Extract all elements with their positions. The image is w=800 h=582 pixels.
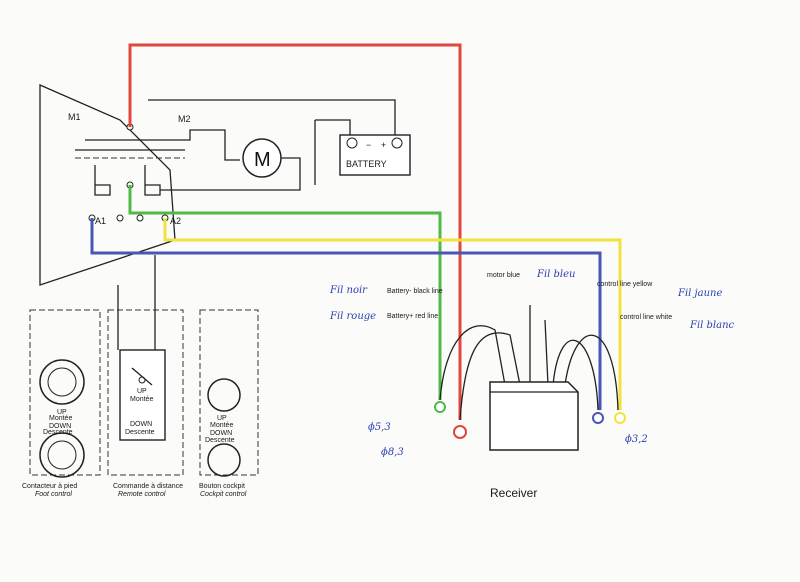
- hand-fil-noir: Fil noir: [329, 285, 368, 296]
- hand-d83: ϕ8,3: [381, 447, 404, 458]
- cockpit-up-en: UP: [217, 415, 227, 422]
- foot-panel: [29, 309, 101, 476]
- receiver-label: Receiver: [490, 486, 537, 500]
- harness-left-2: [459, 332, 521, 421]
- hand-fil-bleu: Fil bleu: [536, 269, 575, 280]
- coil-right: [144, 165, 161, 196]
- receiver-box: [489, 381, 579, 451]
- remote-up-fr: Montée: [130, 396, 153, 403]
- harness-left-1: [439, 325, 506, 401]
- motor-return-wire: [160, 157, 301, 191]
- foot-caption-fr: Contacteur à pied: [22, 483, 77, 490]
- foot-down-pedal-inner: [47, 440, 77, 470]
- remote-wires: [117, 255, 156, 350]
- contactor-outline: [39, 84, 176, 286]
- label-motor-blue: motor blue: [487, 272, 520, 279]
- battery-label: BATTERY: [346, 159, 387, 169]
- red-wire: [128, 43, 462, 420]
- hand-d32: ϕ3,2: [625, 434, 648, 445]
- battery-plus-terminal: [391, 137, 403, 149]
- foot-caption-en: Foot control: [35, 491, 72, 498]
- label-m1: M1: [68, 112, 81, 122]
- harness-mid: [544, 319, 549, 386]
- label-battery-plus: Battery+ red line: [387, 313, 438, 320]
- battery-minus-sign: −: [366, 140, 371, 150]
- remote-up-en: UP: [137, 388, 147, 395]
- m2-wire: [85, 129, 240, 161]
- label-m2: M2: [178, 114, 191, 124]
- hand-d53: ϕ5,3: [368, 422, 391, 433]
- blue-wire: [90, 218, 602, 410]
- label-a2: A2: [170, 216, 181, 226]
- cockpit-up-fr: Montée: [210, 422, 233, 429]
- remote-switch-pivot: [138, 376, 146, 384]
- remote-caption-fr: Commande à distance: [113, 483, 183, 490]
- remote-box: [119, 349, 166, 441]
- cockpit-caption-en: Cockpit control: [200, 491, 247, 498]
- cockpit-down-fr: Descente: [205, 437, 235, 444]
- ring-terminal-yellow: [614, 412, 626, 424]
- hand-fil-blanc: Fil blanc: [689, 320, 735, 331]
- remote-panel: [107, 309, 184, 476]
- coil-left: [94, 165, 111, 196]
- hand-fil-rouge: Fil rouge: [329, 311, 376, 322]
- motor-symbol: [242, 138, 282, 178]
- label-battery-minus: Battery- black line: [387, 288, 443, 295]
- green-wire: [128, 185, 442, 400]
- foot-down-pedal: [39, 432, 85, 478]
- battery-plus-sign: +: [381, 140, 386, 150]
- cockpit-down-button: [207, 443, 241, 477]
- harness-right-2: [564, 334, 619, 411]
- ring-terminal-blue: [592, 412, 604, 424]
- foot-up-pedal: [39, 359, 85, 405]
- hand-fil-jaune: Fil jaune: [677, 288, 722, 299]
- cockpit-caption-fr: Bouton cockpit: [199, 483, 245, 490]
- motor-label: M: [254, 149, 271, 171]
- foot-down-fr: Descente: [43, 429, 73, 436]
- remote-down-fr: Descente: [125, 429, 155, 436]
- remote-caption-en: Remote control: [118, 491, 166, 498]
- label-control-white: control line white: [620, 314, 672, 321]
- cockpit-down-en: DOWN: [210, 430, 232, 437]
- contactor-top-wire: [148, 99, 396, 135]
- label-a1: A1: [95, 216, 106, 226]
- ring-terminal-green: [434, 401, 446, 413]
- foot-down-en: DOWN: [49, 423, 71, 430]
- yellow-wire: [163, 218, 622, 410]
- foot-up-fr: Montée: [49, 415, 72, 422]
- foot-up-en: UP: [57, 409, 67, 416]
- battery-minus-terminal: [346, 137, 358, 149]
- remote-down-en: DOWN: [130, 421, 152, 428]
- terminal-mid1: [116, 214, 124, 222]
- ring-terminal-red: [453, 425, 467, 439]
- battery-minus-wire: [315, 119, 351, 135]
- foot-up-pedal-inner: [47, 367, 77, 397]
- label-control-yellow: control line yellow: [597, 281, 653, 288]
- terminal-mid2: [136, 214, 144, 222]
- cockpit-up-button: [207, 378, 241, 412]
- harness-right-1: [552, 339, 599, 411]
